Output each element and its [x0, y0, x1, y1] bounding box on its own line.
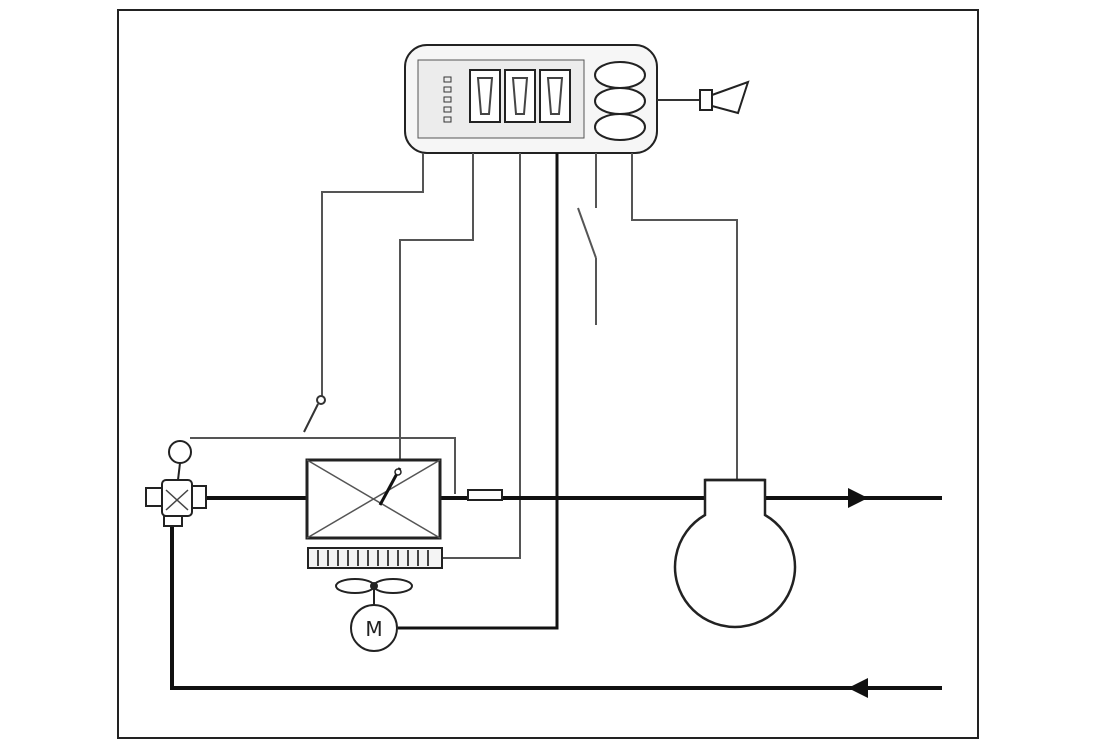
motor-icon [350, 604, 398, 652]
wire-probe [321, 153, 424, 402]
fan-grille [307, 547, 443, 569]
fan-blades-icon [335, 578, 413, 608]
controller-wiring [190, 153, 738, 559]
wire-motor [398, 153, 559, 630]
evaporator-coil [305, 458, 442, 540]
probe-sensor-icon [303, 395, 326, 433]
fan-motor: M [350, 604, 398, 652]
controller-button-bottom [594, 113, 646, 141]
flow-arrow-out [848, 488, 868, 508]
expansion-valve-icon [145, 440, 207, 527]
thermal-bulb [168, 440, 192, 464]
compressor-icon [673, 478, 797, 629]
controller-buttons [594, 61, 646, 141]
controller-button-top [594, 61, 646, 89]
defrost-heater-icon [378, 467, 402, 506]
controller-button-middle [594, 87, 646, 115]
alarm-horn-icon [657, 80, 750, 115]
switch-contact [577, 207, 597, 259]
pipe-liquid-return [170, 522, 942, 690]
pipe-sensor-element [467, 489, 503, 501]
diagram-frame [117, 9, 979, 739]
wire-fan [443, 153, 521, 559]
wire-compressor [631, 153, 738, 480]
controller-unit [404, 44, 658, 154]
capillary-line [190, 437, 456, 494]
wire-defrost [399, 153, 474, 468]
controller-display [469, 69, 571, 123]
motor-label: M [365, 617, 382, 641]
controller-indicator-leds [443, 76, 452, 123]
flow-arrow-in [848, 678, 868, 698]
